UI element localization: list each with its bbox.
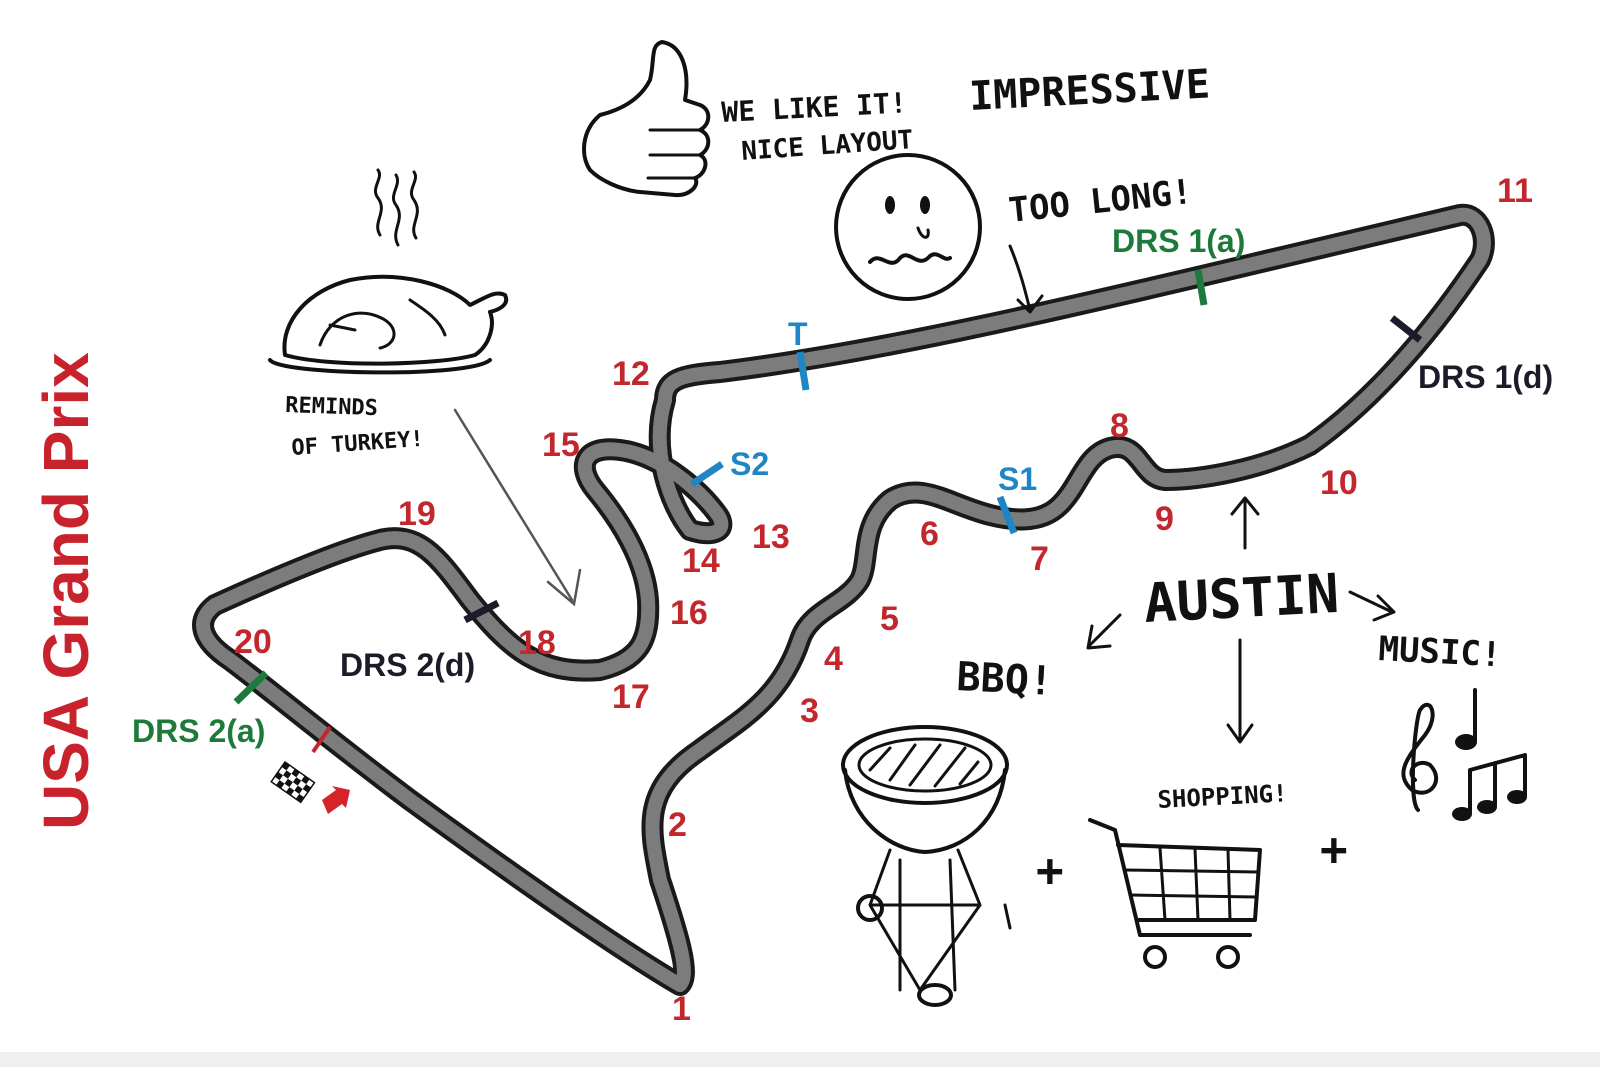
impressive-note: IMPRESSIVE: [968, 61, 1211, 120]
drs2d-label: DRS 2(d): [340, 647, 475, 683]
direction-arrow-icon: [322, 786, 350, 814]
thumbs-up-icon: [582, 40, 711, 198]
drs2a-marker: [233, 670, 269, 705]
of-turkey-note: OF TURKEY!: [291, 427, 425, 461]
turn-4: 4: [824, 640, 843, 678]
turn-13: 13: [752, 518, 790, 556]
circuit-track: [192, 203, 1495, 996]
turn-7: 7: [1030, 540, 1049, 578]
drs2d-marker: [463, 599, 500, 624]
s1-label: S1: [998, 461, 1037, 497]
we-like-it-note: WE LIKE IT!: [721, 86, 908, 129]
sad-face-icon: [834, 153, 982, 301]
music-notes-icon: [1401, 688, 1527, 821]
turn-10: 10: [1320, 464, 1358, 502]
austin-note: AUSTIN: [1142, 562, 1340, 635]
shopping-note: SHOPPING!: [1157, 779, 1288, 814]
shopping-cart-icon: [1088, 818, 1262, 969]
turn-17: 17: [612, 678, 650, 716]
drs1a-marker: [1194, 269, 1208, 306]
s2-label: S2: [730, 446, 769, 482]
track-markers: [233, 269, 1423, 754]
turn-15: 15: [542, 426, 580, 464]
trap-marker: [796, 351, 810, 391]
reminds-note: REMINDS: [285, 393, 379, 421]
speed-trap-label: T: [788, 316, 808, 352]
turn-20: 20: [234, 623, 272, 661]
austin-music-arrow-icon: [1348, 590, 1396, 622]
music-note: MUSIC!: [1378, 629, 1503, 675]
plus-sign-1: +: [1036, 843, 1064, 897]
turn-11: 11: [1497, 172, 1533, 210]
turn-2: 2: [668, 806, 687, 844]
turn-numbers: 1 2 3 4 5 6 7 8 9 10 11 12 13 14 15 16 1…: [234, 172, 1533, 1028]
finish-line-marker: [311, 725, 332, 754]
turn-5: 5: [880, 600, 899, 638]
turn-18: 18: [518, 624, 556, 662]
footer-strip: [0, 1052, 1600, 1067]
bbq-note: BBQ!: [955, 654, 1054, 705]
turn-6: 6: [920, 515, 939, 553]
austin-bbq-arrow-icon: [1086, 613, 1122, 650]
nice-layout-note: NICE LAYOUT: [740, 125, 914, 167]
turkey-arrow-icon: [453, 408, 582, 607]
turn-16: 16: [670, 594, 708, 632]
turn-1: 1: [672, 990, 691, 1028]
page-title: USA Grand Prix: [30, 352, 102, 830]
turn-14: 14: [682, 542, 720, 580]
austin-shopping-arrow-icon: [1226, 638, 1254, 744]
too-long-arrow-icon: [1008, 244, 1044, 314]
turn-19: 19: [398, 495, 436, 533]
turn-8: 8: [1110, 407, 1129, 445]
s1-marker: [996, 495, 1018, 535]
s2-marker: [690, 461, 724, 487]
roast-turkey-icon: [268, 168, 509, 375]
drs2a-label: DRS 2(a): [132, 713, 265, 749]
turn-12: 12: [612, 355, 650, 393]
austin-up-arrow-icon: [1230, 496, 1260, 550]
plus-sign-2: +: [1320, 822, 1348, 876]
bbq-grill-icon: [841, 725, 1012, 1007]
checkered-flag-icon: [270, 760, 316, 804]
drs1a-label: DRS 1(a): [1112, 223, 1245, 259]
turn-9: 9: [1155, 500, 1174, 538]
drs1d-marker: [1389, 315, 1423, 343]
turn-3: 3: [800, 692, 819, 730]
drs1d-label: DRS 1(d): [1418, 359, 1553, 395]
